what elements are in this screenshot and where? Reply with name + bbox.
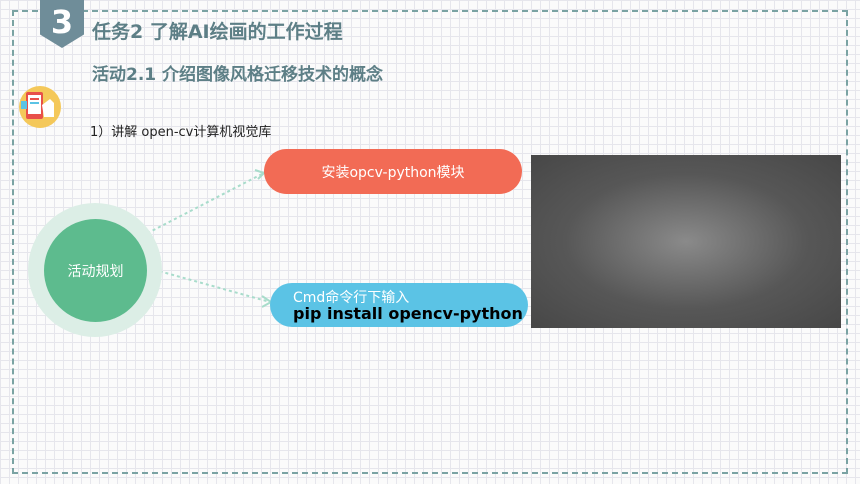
- video-placeholder[interactable]: [531, 155, 841, 328]
- activity-subtitle: 活动2.1 介绍图像风格迁移技术的概念: [92, 65, 384, 85]
- section-number: 3: [50, 3, 74, 41]
- step-install-module: 安装opcv-python模块: [264, 149, 522, 194]
- plan-circle: 活动规划: [44, 219, 147, 322]
- plan-label: 活动规划: [67, 263, 124, 280]
- step-cmd-input: Cmd命令行下输入 pip install opencv-python: [270, 283, 528, 327]
- step-install-label: 安装opcv-python模块: [321, 164, 465, 181]
- step-cmd-label: Cmd命令行下输入: [293, 290, 410, 306]
- page-title: 任务2 了解AI绘画的工作过程: [92, 21, 343, 43]
- tablet-hand-icon: [18, 85, 62, 129]
- bullet-point: 1）讲解 open-cv计算机视觉库: [90, 125, 272, 140]
- slide-frame: [12, 10, 848, 474]
- step-cmd-command: pip install opencv-python: [293, 304, 523, 323]
